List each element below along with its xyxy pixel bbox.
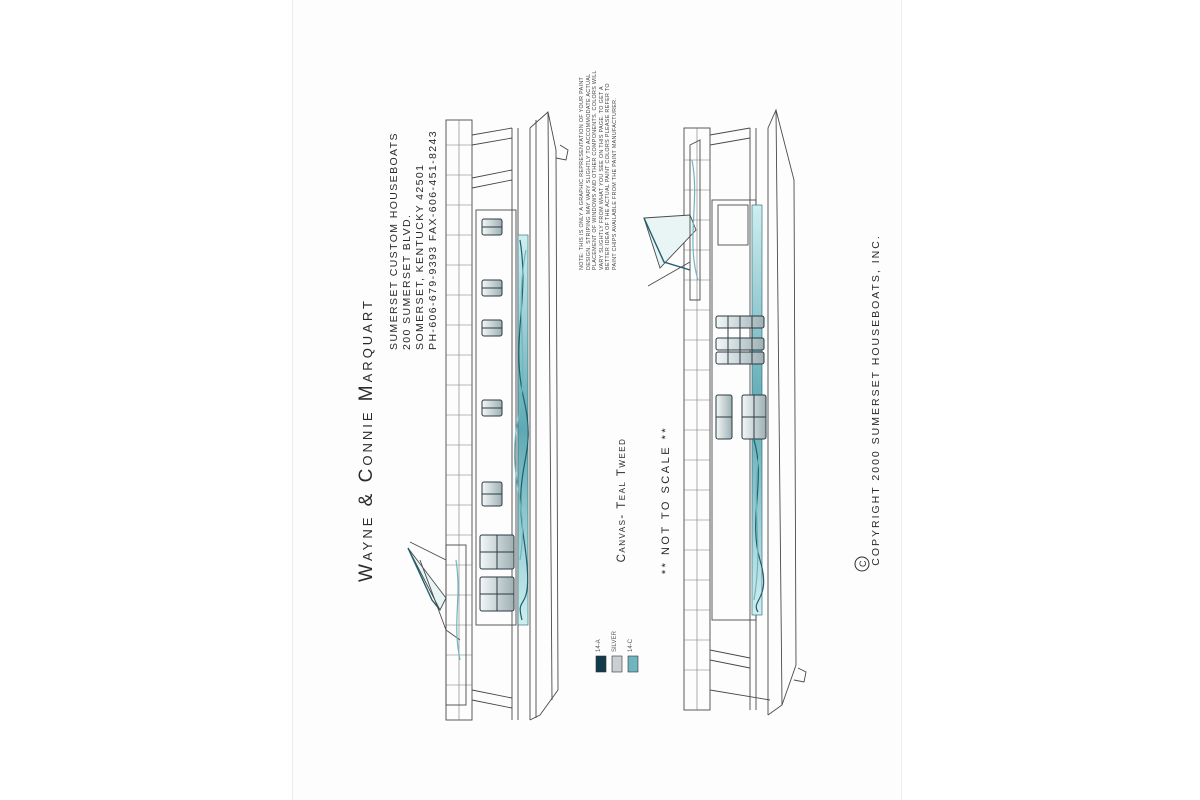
rail-posts-right [684, 128, 710, 710]
boat-profile-left [407, 111, 569, 721]
swatch-14-a [595, 655, 607, 673]
cabin-left [475, 209, 517, 626]
company-city: SOMERSET, KENTUCKY 42501 [414, 163, 426, 350]
windows-left [479, 218, 515, 612]
hull-left [529, 111, 559, 721]
swatch-14-c [627, 655, 639, 673]
company-phone: PH-606-679-9393 FAX-606-451-8243 [427, 130, 439, 350]
company-name: SUMERSET CUSTOM HOUSEBOATS [388, 132, 400, 350]
owner-name: Wayne & Connie Marquart [356, 298, 377, 582]
swatch-silver [611, 655, 623, 673]
slide-right [643, 139, 701, 301]
windows-right [715, 315, 767, 440]
swatch-label-14-a: 14-A [596, 639, 602, 652]
hull-right [767, 108, 797, 716]
canvas-color-label: Canvas- Teal Tweed [616, 437, 628, 563]
not-to-scale-note: ** NOT TO SCALE ** [660, 425, 672, 575]
rail-posts-left [446, 120, 472, 720]
paint-disclaimer-note: NOTE: THIS IS ONLY A GRAPHIC REPRESENTAT… [579, 70, 618, 271]
bow-light-left [555, 144, 569, 161]
copyright-circle-icon [854, 556, 870, 572]
copyright-notice: COPYRIGHT 2000 SUMERSET HOUSEBOATS, INC. [870, 234, 882, 566]
copyright-symbol: C [858, 560, 868, 567]
stern-light-right [793, 667, 807, 683]
company-address: 200 SUMERSET BLVD. [401, 213, 413, 350]
swatch-label-14-c: 14-C [628, 638, 634, 652]
company-address-block: SUMERSET CUSTOM HOUSEBOATS 200 SUMERSET … [388, 130, 440, 350]
slide-left [407, 541, 461, 641]
boat-profile-right [643, 108, 807, 716]
swatch-label-silver: SILVER [612, 631, 618, 652]
color-swatches [595, 655, 639, 673]
